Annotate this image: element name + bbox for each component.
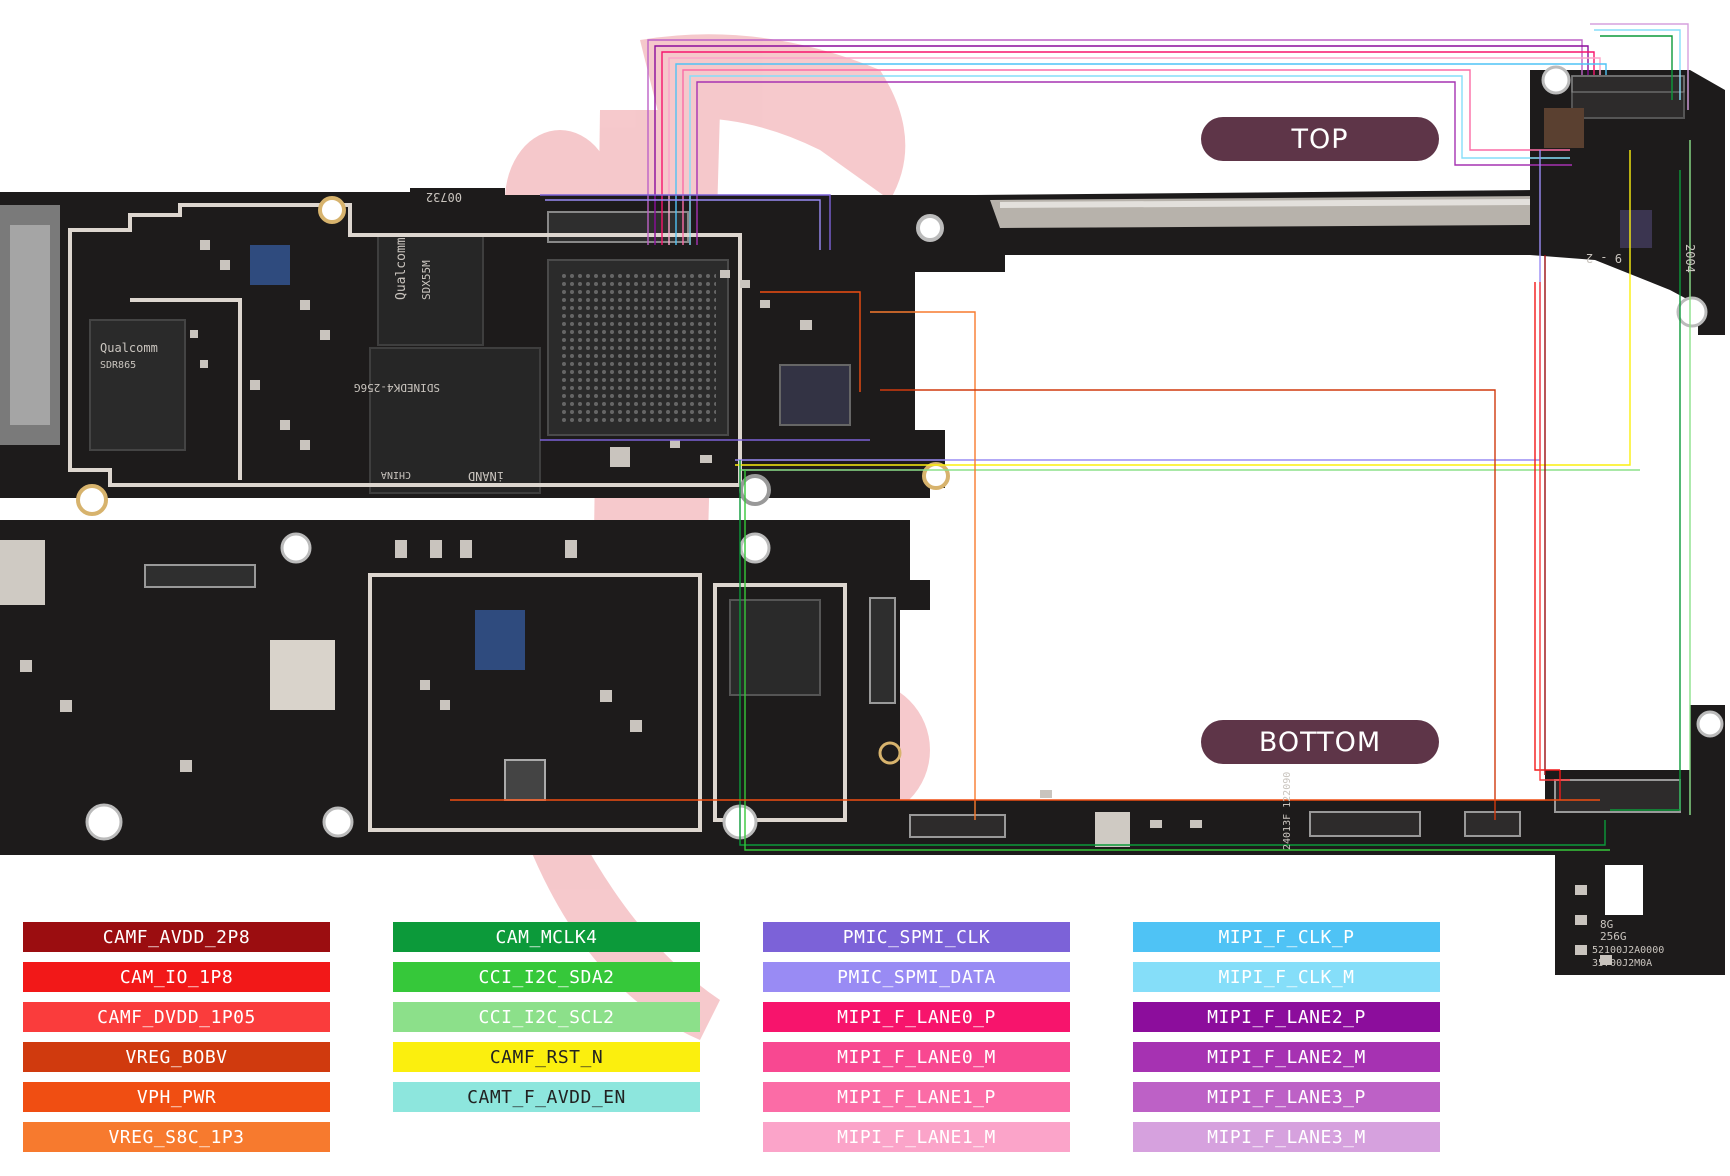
legend-item: PMIC_SPMI_DATA	[763, 962, 1070, 992]
legend-item: CAMF_DVDD_1P05	[23, 1002, 330, 1032]
legend-item: MIPI_F_LANE2_P	[1133, 1002, 1440, 1032]
svg-text:35700J2M0A: 35700J2M0A	[1592, 958, 1652, 969]
top-board	[0, 65, 1725, 516]
svg-text:iNAND: iNAND	[468, 469, 504, 483]
legend-item: MIPI_F_LANE3_M	[1133, 1122, 1440, 1152]
svg-text:Qualcomm: Qualcomm	[394, 237, 409, 300]
svg-text:256G: 256G	[1600, 930, 1627, 943]
svg-text:SDX55M: SDX55M	[420, 260, 433, 300]
legend-item: MIPI_F_LANE0_P	[763, 1002, 1070, 1032]
legend-item: MIPI_F_LANE1_P	[763, 1082, 1070, 1112]
svg-text:9 - 2: 9 - 2	[1586, 251, 1622, 265]
board-labels: 00732 Qualcomm SDX55M Qualcomm SDR865 SD…	[100, 190, 1697, 969]
legend-item: MIPI_F_LANE2_M	[1133, 1042, 1440, 1072]
top-label: TOP	[1201, 117, 1439, 161]
legend-item: MIPI_F_LANE1_M	[763, 1122, 1070, 1152]
svg-text:52100J2A0000: 52100J2A0000	[1592, 945, 1664, 956]
legend-item: PMIC_SPMI_CLK	[763, 922, 1070, 952]
svg-text:8G: 8G	[1600, 918, 1613, 931]
bottom-board	[0, 520, 1725, 975]
legend-item: CCI_I2C_SCL2	[393, 1002, 700, 1032]
bottom-label: BOTTOM	[1201, 720, 1439, 764]
legend-item: CAM_MCLK4	[393, 922, 700, 952]
svg-text:CHINA: CHINA	[381, 469, 411, 480]
legend-item: CAMT_F_AVDD_EN	[393, 1082, 700, 1112]
legend-item: CAM_IO_1P8	[23, 962, 330, 992]
legend-item: MIPI_F_LANE0_M	[763, 1042, 1070, 1072]
legend-item: CAMF_AVDD_2P8	[23, 922, 330, 952]
legend-item: CAMF_RST_N	[393, 1042, 700, 1072]
legend-item: MIPI_F_LANE3_P	[1133, 1082, 1440, 1112]
svg-text:00732: 00732	[426, 190, 462, 204]
svg-text:Qualcomm: Qualcomm	[100, 341, 158, 355]
legend-item: VREG_S8C_1P3	[23, 1122, 330, 1152]
svg-text:24013F 122090: 24013F 122090	[1282, 772, 1293, 850]
legend-item: VREG_BOBV	[23, 1042, 330, 1072]
legend-item: CCI_I2C_SDA2	[393, 962, 700, 992]
svg-text:2004: 2004	[1683, 244, 1697, 273]
signal-traces	[450, 23, 1691, 851]
svg-text:SDR865: SDR865	[100, 360, 136, 371]
legend-item: MIPI_F_CLK_M	[1133, 962, 1440, 992]
svg-text:SDINEDK4-256G: SDINEDK4-256G	[354, 381, 440, 394]
legend-item: MIPI_F_CLK_P	[1133, 922, 1440, 952]
legend-item: VPH_PWR	[23, 1082, 330, 1112]
